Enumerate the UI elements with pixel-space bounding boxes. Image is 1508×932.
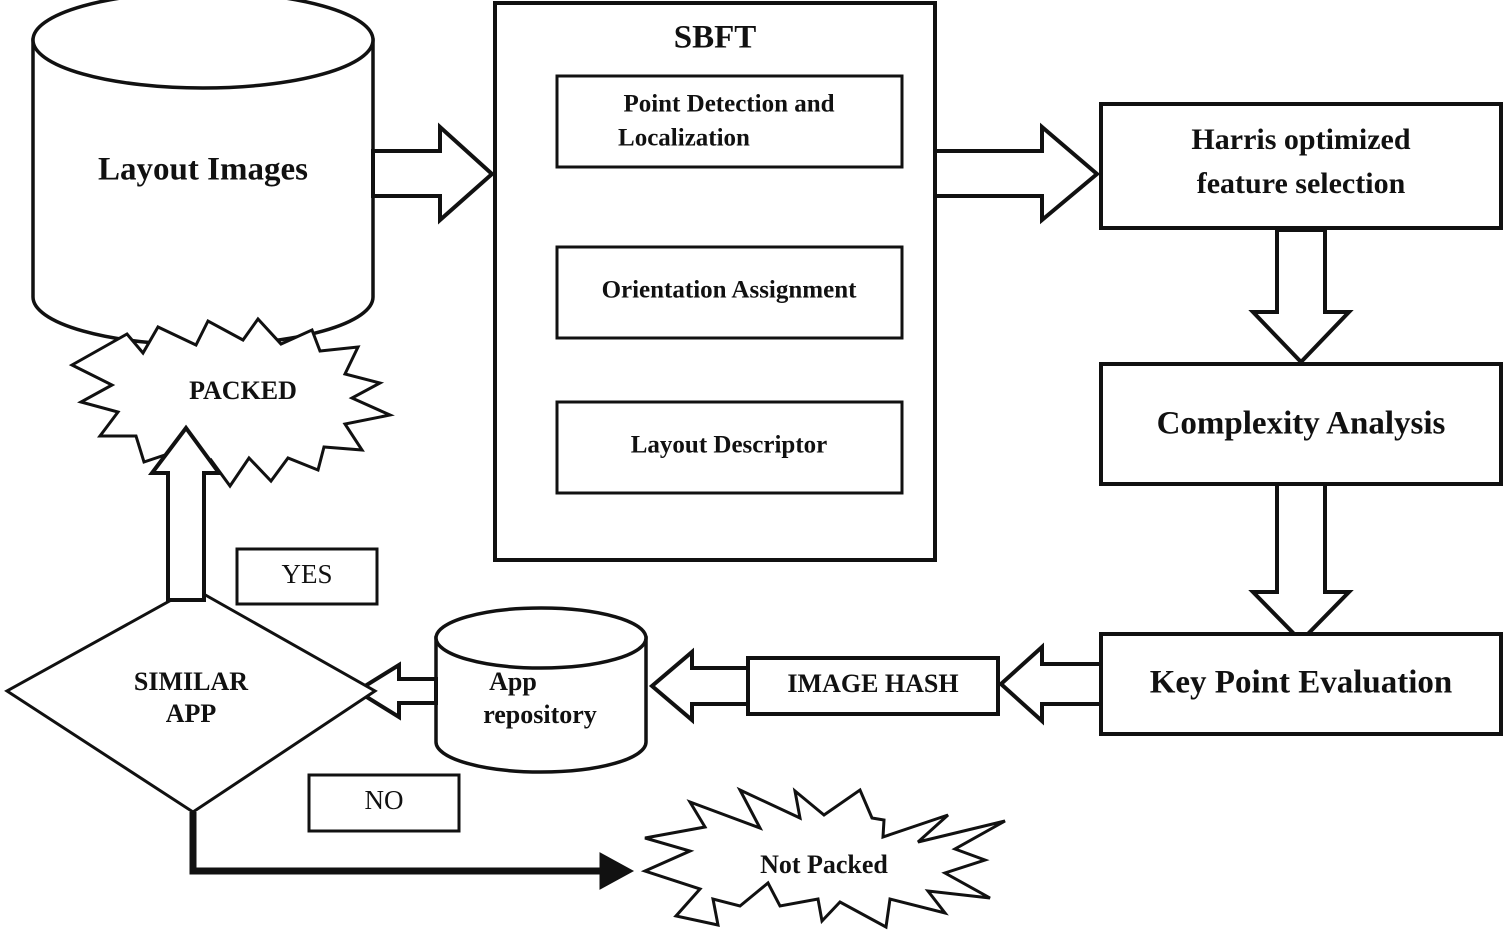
app-repository-label-line-1: App [489,667,537,696]
similar-app-decision-diamond: SIMILAR APP [4,586,378,814]
complexity-analysis-box: Complexity Analysis [1099,362,1503,486]
arrow-sbft-to-harris [933,122,1101,225]
key-point-evaluation-label: Key Point Evaluation [1150,665,1453,701]
arrow-keypoint-to-imagehash [998,642,1103,726]
sbft-step-point-detection: Point Detection and Localization [555,74,904,169]
sbft-step-layout-descriptor: Layout Descriptor [555,400,904,495]
arrow-similarapp-to-notpacked-no [189,812,635,890]
complexity-analysis-label: Complexity Analysis [1157,406,1446,442]
arrow-imagehash-to-apprepo [648,647,750,725]
sbft-step-1-line-1: Point Detection and [623,91,834,118]
layout-images-cylinder: Layout Images [31,0,375,347]
image-hash-label: IMAGE HASH [787,669,958,698]
packed-starburst: PACKED [68,316,395,489]
not-packed-label: Not Packed [760,850,888,879]
sbft-step-1-line-2: Localization [618,125,750,152]
harris-label-line-1: Harris optimized [1191,123,1410,156]
no-label: NO [365,785,404,815]
app-repository-cylinder: App repository [434,606,648,774]
harris-label-line-2: feature selection [1197,167,1406,200]
harris-feature-selection-box: Harris optimized feature selection [1099,102,1503,230]
sbft-title: SBFT [674,20,757,56]
similar-app-label-line-1: SIMILAR [134,667,248,696]
similar-app-label-line-2: APP [166,699,217,728]
sbft-step-2-label: Orientation Assignment [602,277,858,304]
arrow-layout-to-sbft [371,122,496,225]
not-packed-starburst: Not Packed [640,786,1006,930]
app-repository-label-line-2: repository [483,700,597,729]
key-point-evaluation-box: Key Point Evaluation [1099,632,1503,736]
arrow-complexity-to-keypoint [1248,482,1354,644]
sbft-container: SBFT Point Detection and Localization Or… [493,1,937,562]
sbft-step-orientation-assignment: Orientation Assignment [555,245,904,340]
layout-images-label: Layout Images [98,152,308,188]
arrow-similarapp-to-packed-yes [147,424,223,602]
arrow-harris-to-complexity [1248,228,1354,365]
packed-label: PACKED [189,376,297,405]
yes-label-box: YES [235,547,379,606]
arrow-apprepo-to-similarapp [353,661,438,721]
no-label-box: NO [307,773,461,833]
sbft-step-3-label: Layout Descriptor [631,432,828,459]
image-hash-box: IMAGE HASH [746,656,1000,716]
yes-label: YES [281,559,332,589]
